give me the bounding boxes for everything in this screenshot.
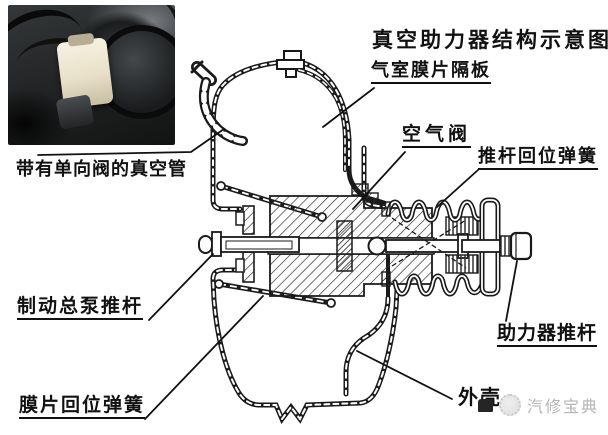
label-chamber-diaphragm: 气室膜片隔板 xyxy=(371,61,491,84)
leader-housing xyxy=(356,350,453,400)
leader-chamber-diaphragm xyxy=(322,87,375,128)
valve-body xyxy=(267,195,469,297)
watermark-text: 汽修宝典 xyxy=(527,397,600,416)
master-cylinder-pushrod-drawing xyxy=(198,231,300,257)
label-booster-pushrod: 助力器推杆 xyxy=(497,323,598,347)
watermark: 汽修宝典 xyxy=(478,393,599,417)
label-air-valve: 空气阀 xyxy=(402,124,472,148)
label-diaphragm-return-spring: 膜片回位弹簧 xyxy=(19,395,146,419)
label-master-cylinder-pushrod: 制动总泵推杆 xyxy=(17,296,144,320)
check-valve-fitting xyxy=(276,50,305,78)
air-valve-plunger xyxy=(336,220,353,272)
leader-master-cylinder-pushrod xyxy=(148,253,214,321)
leader-pushrod-return-spring xyxy=(436,169,479,208)
pushrod-return-spring-drawing xyxy=(391,216,479,274)
mounting-flange xyxy=(235,205,255,283)
housing-outline xyxy=(210,58,400,424)
leader-air-valve xyxy=(352,151,406,210)
leader-lines xyxy=(37,87,518,420)
label-vacuum-tube: 带有单向阀的真空管 xyxy=(16,159,187,180)
engine-bay-photo xyxy=(8,5,175,145)
booster-pushrod-drawing xyxy=(461,231,533,261)
leader-diaphragm-return-spring xyxy=(144,295,264,420)
leader-booster-pushrod xyxy=(505,260,518,322)
vacuum-tube-drawing xyxy=(190,60,248,146)
label-pushrod-return-spring: 推杆回位弹簧 xyxy=(478,147,598,170)
leader-vacuum-tube xyxy=(37,128,225,156)
watermark-glyph-icon xyxy=(478,398,493,412)
master-cylinder-photo xyxy=(55,94,95,131)
page-title: 真空助力器结构示意图 xyxy=(372,28,608,52)
watermark-logo-icon xyxy=(499,394,521,416)
reservoir-cap xyxy=(67,32,95,47)
